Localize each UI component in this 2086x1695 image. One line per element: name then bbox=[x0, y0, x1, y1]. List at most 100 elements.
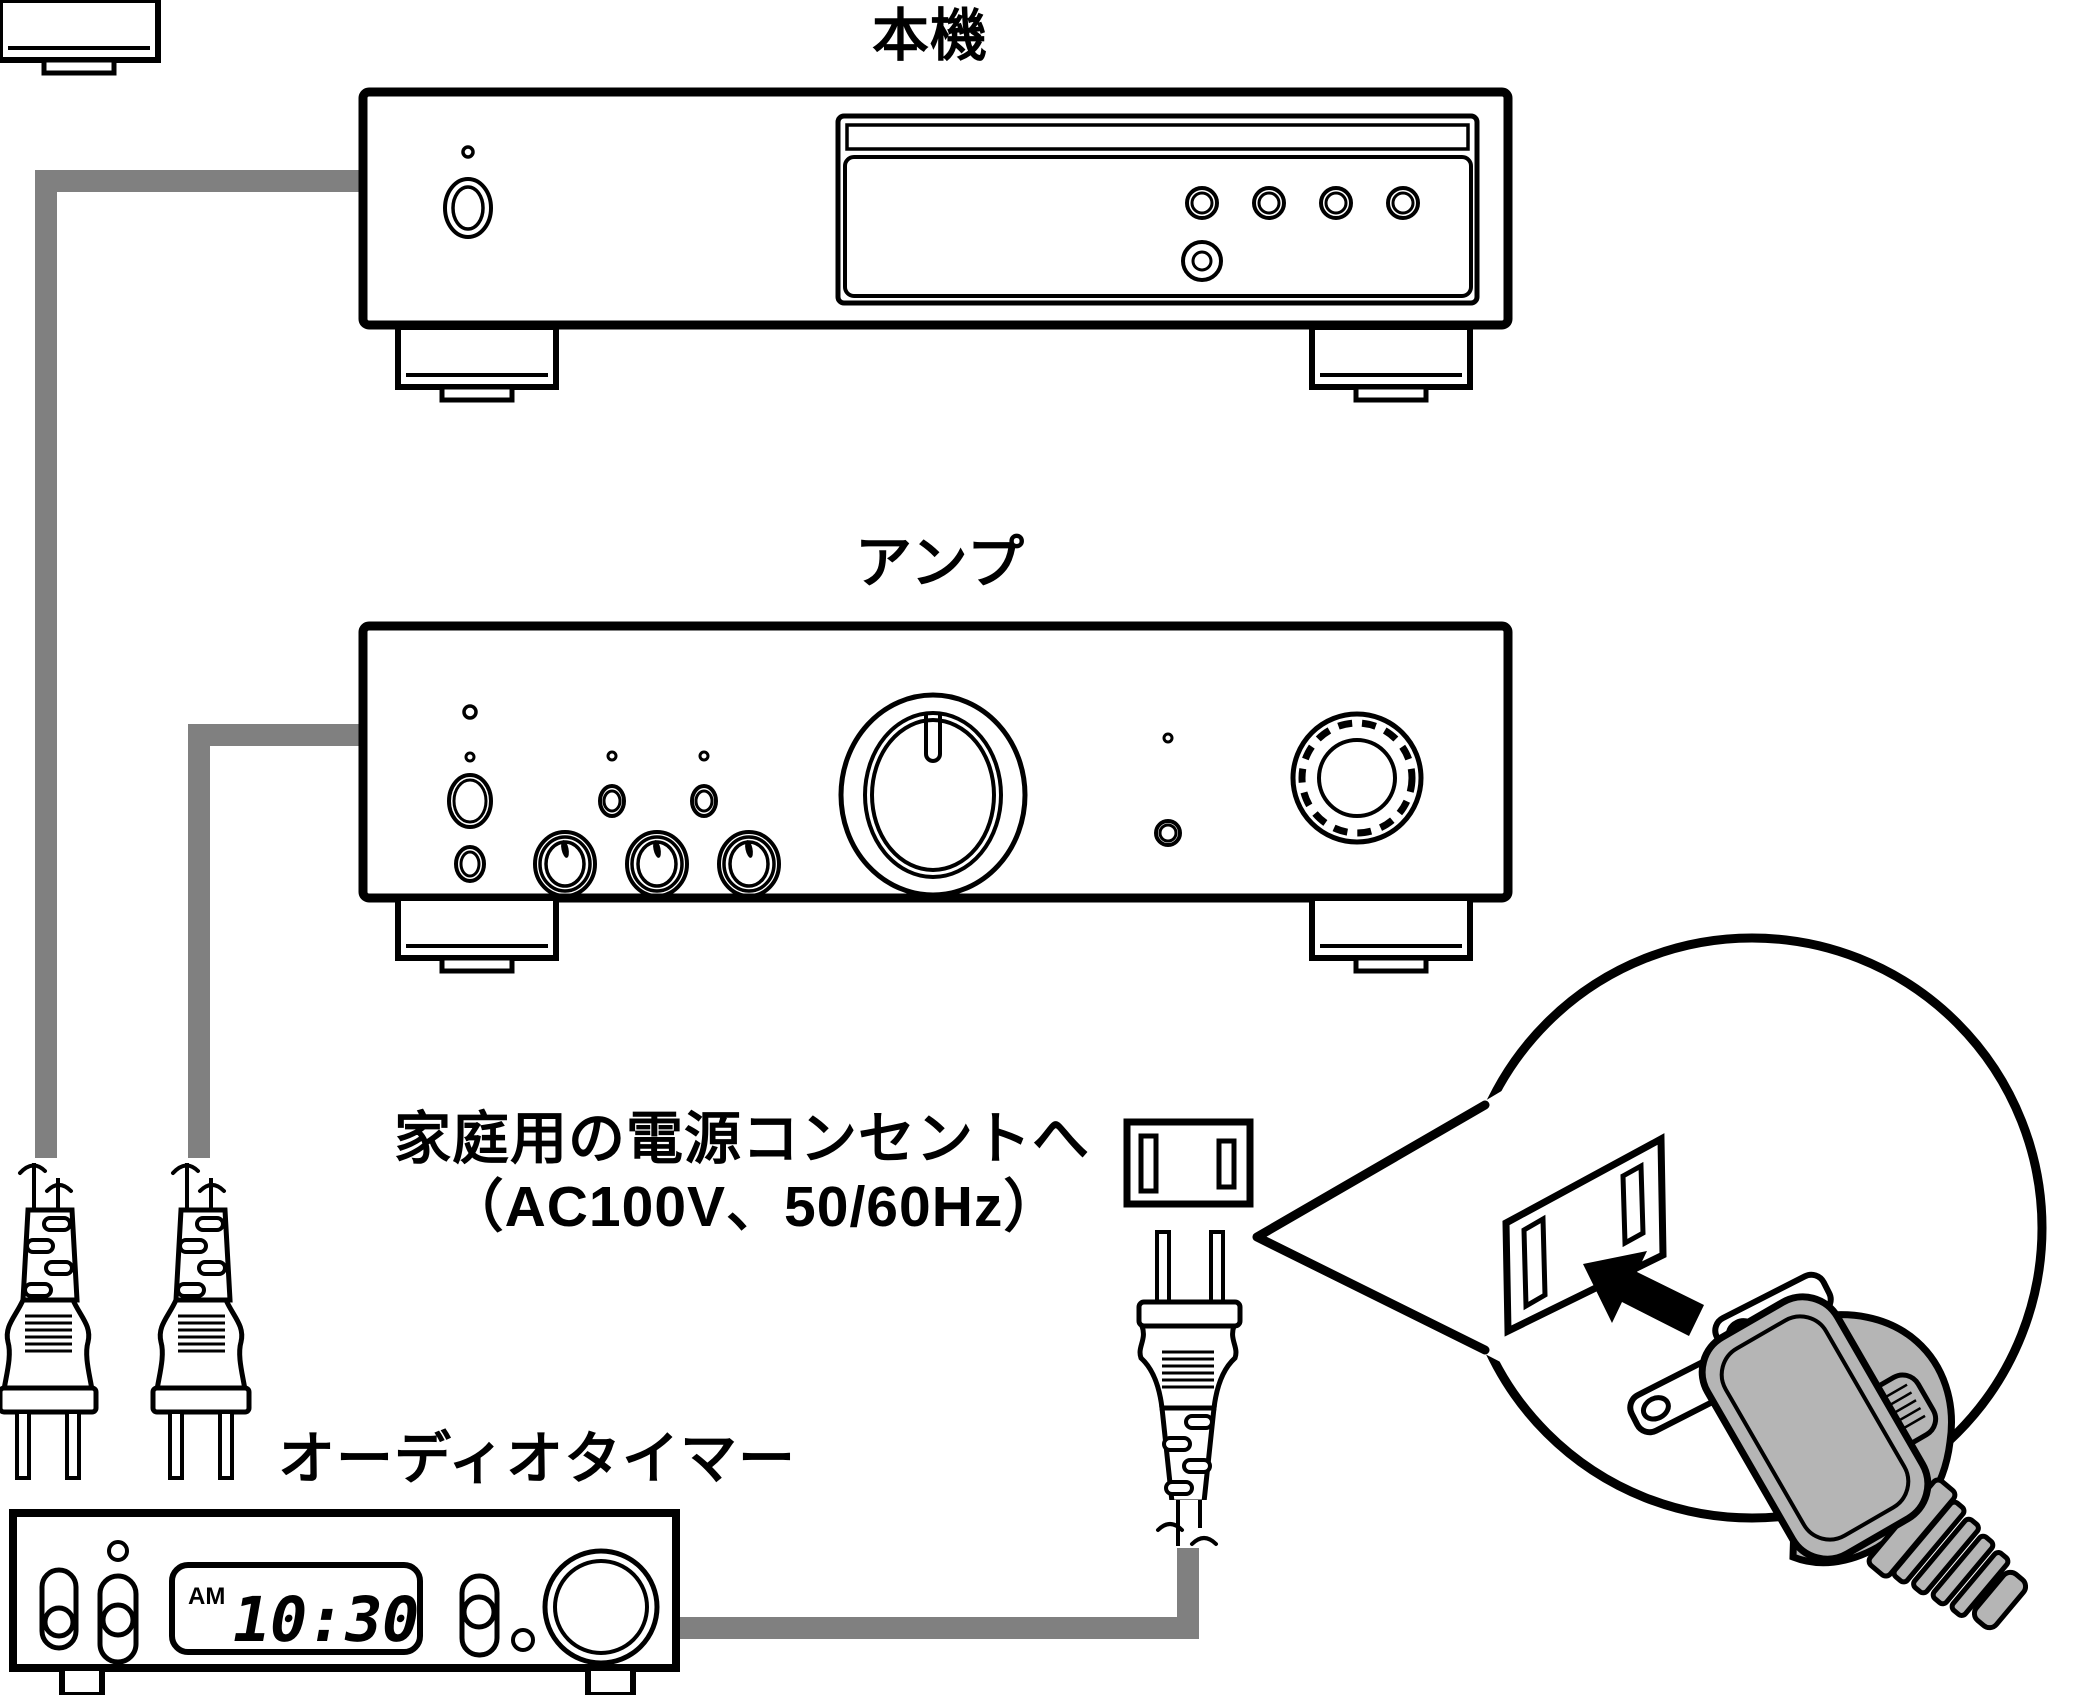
transport-buttons bbox=[1181, 186, 1420, 282]
amp-small-button-inner bbox=[1158, 823, 1178, 843]
stop-button bbox=[1181, 240, 1223, 282]
bubble-tail bbox=[1252, 1100, 1490, 1355]
plug-prong bbox=[1155, 1230, 1171, 1308]
tone-knob bbox=[717, 830, 781, 898]
timer-led bbox=[107, 1540, 129, 1562]
clock-meridiem: AM bbox=[188, 1583, 225, 1610]
timer-knob-inner bbox=[553, 1559, 649, 1655]
power-plug-timer bbox=[1136, 1230, 1243, 1546]
transport-button-inner bbox=[1324, 191, 1348, 215]
main-unit-power-cable bbox=[35, 170, 363, 1170]
timer-knob bbox=[542, 1548, 660, 1666]
plug-neck bbox=[20, 1207, 80, 1303]
outlet-3d bbox=[1502, 1133, 1667, 1337]
main-unit-chassis bbox=[358, 87, 1513, 330]
disc-tray-door bbox=[843, 155, 1473, 298]
plug-base bbox=[1136, 1299, 1243, 1329]
transport-button bbox=[1319, 186, 1353, 220]
bubble-tail-mask bbox=[1257, 1080, 1520, 1372]
transport-button bbox=[1185, 186, 1219, 220]
outlet-slot bbox=[1138, 1133, 1159, 1194]
audio-timer: AM 10:30 bbox=[9, 1509, 680, 1695]
label-power-outlet-line1: 家庭用の電源コンセントへ bbox=[394, 1107, 1090, 1171]
plug-neck-rib bbox=[25, 1238, 55, 1254]
timer-chassis bbox=[9, 1509, 680, 1672]
disc-tray-frame bbox=[835, 113, 1480, 306]
power-cables bbox=[35, 170, 1199, 1639]
clock-time: 10:30 bbox=[226, 1583, 425, 1655]
knob-pointer bbox=[653, 840, 661, 858]
main-unit-cd-player bbox=[0, 0, 1513, 400]
wall-outlet bbox=[1123, 1118, 1254, 1208]
transport-button bbox=[1252, 186, 1286, 220]
disc-tray-slot bbox=[845, 123, 1470, 151]
timer-toggle-knob bbox=[42, 1605, 76, 1639]
input-selector-knob bbox=[1290, 711, 1424, 845]
transport-button-inner bbox=[1391, 191, 1415, 215]
plug-prong bbox=[15, 1410, 31, 1480]
amp-power-button bbox=[447, 773, 493, 829]
plug-neck-rib bbox=[1182, 1458, 1212, 1474]
selector-tick-ring bbox=[1298, 719, 1416, 837]
device-foot bbox=[0, 0, 161, 76]
power-plug-amplifier bbox=[153, 1158, 249, 1478]
transport-button bbox=[1386, 186, 1420, 220]
main-unit-foot-left bbox=[398, 327, 556, 400]
plug-3d bbox=[1627, 1271, 2029, 1631]
timer-led bbox=[511, 1628, 535, 1652]
amp-led bbox=[1162, 732, 1174, 744]
clock-display: AM 10:30 bbox=[169, 1562, 425, 1656]
plug-grip-lines bbox=[25, 1314, 72, 1353]
power-led bbox=[461, 145, 475, 159]
amp-led bbox=[698, 750, 710, 762]
plug-neck-rib bbox=[1164, 1480, 1194, 1496]
insert-arrow-icon bbox=[1583, 1251, 1704, 1336]
timer-toggle-knob bbox=[100, 1602, 136, 1638]
plug-grip-lines bbox=[1162, 1350, 1214, 1389]
timer-toggle-knob bbox=[461, 1594, 497, 1630]
amplifier-power-cable bbox=[188, 724, 363, 1170]
knob-pointer bbox=[745, 840, 753, 858]
stop-button-inner bbox=[1191, 250, 1213, 272]
plug-neck-rib bbox=[1184, 1414, 1214, 1430]
amp-input-button-inner bbox=[694, 789, 714, 813]
cord-rib bbox=[1891, 1499, 1967, 1585]
timer-foot-left bbox=[59, 1665, 105, 1695]
amplifier-foot-left bbox=[398, 898, 556, 971]
label-main-unit: 本機 bbox=[872, 4, 988, 68]
cord-end-cap bbox=[1971, 1569, 2029, 1631]
cord-break-squiggle bbox=[18, 1163, 73, 1193]
plug-base bbox=[0, 1385, 99, 1415]
tone-knob bbox=[533, 830, 597, 898]
main-unit-foot-right bbox=[1312, 327, 1470, 400]
amp-led bbox=[606, 750, 618, 762]
volume-knob-pointer bbox=[924, 714, 942, 763]
amp-input-button bbox=[690, 784, 718, 818]
amp-input-button-inner bbox=[602, 789, 622, 813]
power-button-inner bbox=[451, 185, 485, 231]
timer-toggle-switch bbox=[97, 1573, 139, 1665]
amp-led bbox=[462, 704, 478, 720]
label-power-outlet-line2: （AC100V、50/60Hz） bbox=[447, 1175, 1062, 1239]
cord-rib bbox=[1911, 1516, 1981, 1596]
timer-toggle-switch bbox=[39, 1567, 79, 1651]
timer-foot-right bbox=[585, 1665, 636, 1695]
plug-neck-rib bbox=[1162, 1436, 1192, 1452]
plug-face-3d bbox=[1698, 1293, 1932, 1563]
plug-neck-rib bbox=[44, 1260, 74, 1276]
cord-break-squiggle bbox=[1156, 1522, 1218, 1546]
power-plug-main-unit bbox=[0, 1158, 99, 1480]
cord bbox=[1176, 1500, 1202, 1546]
prong-hole bbox=[1640, 1395, 1671, 1422]
plug-prong bbox=[1209, 1230, 1225, 1308]
magnifier-bubble bbox=[1252, 933, 2047, 1631]
tone-knob bbox=[625, 830, 689, 898]
transport-button-inner bbox=[1190, 191, 1214, 215]
outlet-slot bbox=[1216, 1138, 1237, 1190]
volume-knob bbox=[838, 692, 1028, 898]
amp-input-button bbox=[598, 784, 626, 818]
amp-small-button bbox=[1154, 819, 1182, 847]
outlet-slot-3d bbox=[1521, 1214, 1548, 1311]
amplifier-foot-right bbox=[1312, 898, 1470, 971]
